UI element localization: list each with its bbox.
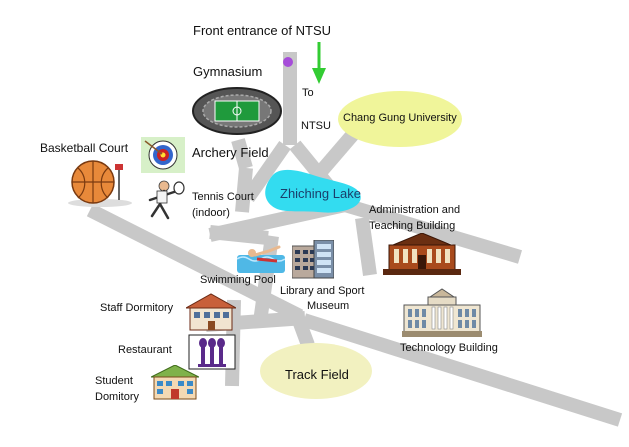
swimming-pool-label: Swimming Pool bbox=[200, 274, 276, 286]
library-label-line1: Library and Sport bbox=[280, 285, 365, 297]
archery-target-icon bbox=[141, 137, 185, 173]
administration-building-icon bbox=[383, 233, 461, 275]
library-building-icon bbox=[292, 240, 334, 279]
student-dormitory-icon bbox=[151, 365, 199, 400]
student-dormitory-label-line2: Domitory bbox=[95, 391, 140, 403]
swimmer-icon bbox=[237, 245, 285, 273]
chang-gung-area bbox=[338, 91, 462, 147]
restaurant-icon bbox=[188, 334, 236, 370]
direction-arrow-icon bbox=[312, 42, 326, 84]
chang-gung-label: Chang Gung University bbox=[343, 112, 457, 124]
road-admin-spur bbox=[355, 217, 377, 276]
admin-building-label-line1: Administration and bbox=[369, 204, 461, 216]
road-track-north bbox=[291, 315, 315, 348]
staff-dormitory-label: Staff Dormitory bbox=[100, 302, 174, 314]
tennis-court-label-line1: Tennis Court bbox=[192, 191, 254, 203]
road-ntsu-left-fork bbox=[242, 140, 291, 203]
gymnasium-label: Gymnasium bbox=[193, 64, 263, 79]
technology-building-icon bbox=[402, 288, 482, 337]
road-main-east bbox=[343, 198, 522, 264]
road-west-upper bbox=[231, 138, 253, 170]
to-ntsu-label-line1: To bbox=[302, 87, 314, 99]
library-label-line2: Museum bbox=[307, 300, 350, 312]
tennis-player-icon bbox=[148, 180, 185, 220]
staff-dormitory-icon bbox=[186, 293, 236, 331]
track-field-area bbox=[260, 343, 372, 399]
road-west-mid bbox=[235, 167, 253, 213]
technology-building-label: Technology Building bbox=[400, 342, 498, 354]
restaurant-label: Restaurant bbox=[118, 344, 172, 356]
track-field-label: Track Field bbox=[285, 367, 349, 382]
zhiching-lake bbox=[265, 169, 361, 213]
archery-field-label: Archery Field bbox=[192, 145, 269, 160]
road-south-east bbox=[301, 313, 623, 427]
road-chang-gung bbox=[312, 127, 361, 180]
admin-building-label-line2: Teaching Building bbox=[369, 220, 456, 232]
front-entrance-label: Front entrance of NTSU bbox=[193, 23, 331, 38]
entrance-marker-icon bbox=[283, 57, 293, 67]
basketball-icon bbox=[68, 160, 132, 207]
basketball-court-label: Basketball Court bbox=[40, 141, 129, 155]
gymnasium-icon bbox=[192, 87, 282, 135]
student-dormitory-label-line1: Student bbox=[95, 375, 133, 387]
zhiching-lake-label: Zhiching Lake bbox=[280, 186, 361, 201]
to-ntsu-label-line2: NTSU bbox=[301, 120, 331, 132]
tennis-court-label-line2: (indoor) bbox=[192, 207, 230, 219]
